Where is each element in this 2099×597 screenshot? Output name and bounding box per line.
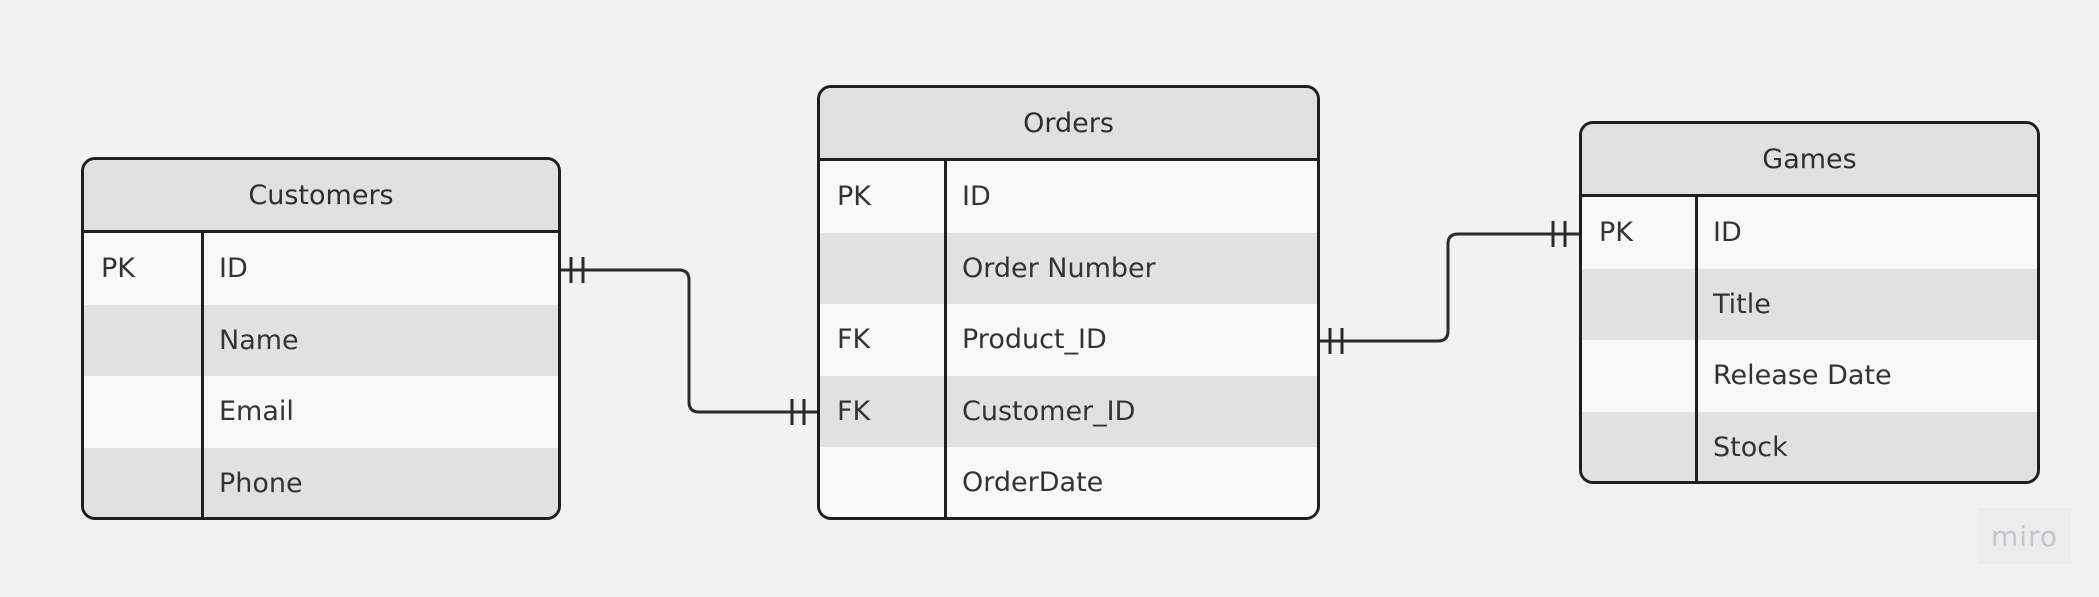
key-cell: PK bbox=[101, 253, 135, 285]
table-row[interactable]: Title bbox=[1582, 268, 2037, 340]
table-row[interactable]: Release Date bbox=[1582, 340, 2037, 412]
field-cell: Order Number bbox=[962, 252, 1156, 284]
key-cell: FK bbox=[837, 395, 871, 427]
table-row[interactable]: PK ID bbox=[1582, 197, 2037, 269]
table-row[interactable]: Name bbox=[84, 304, 558, 376]
entity-fields: PK ID Name Email Phone bbox=[84, 233, 558, 517]
field-cell: Product_ID bbox=[962, 324, 1107, 356]
table-row[interactable]: PK ID bbox=[84, 233, 558, 305]
field-cell: Email bbox=[219, 396, 294, 428]
field-cell: ID bbox=[1713, 217, 1742, 249]
field-cell: ID bbox=[219, 253, 248, 285]
entity-title: Customers bbox=[84, 160, 558, 233]
entity-fields: PK ID Order Number FK Product_ID FK Cust… bbox=[820, 161, 1317, 517]
key-cell: FK bbox=[837, 324, 871, 356]
connector-orders-games[interactable] bbox=[1319, 232, 1579, 343]
entity-title: Games bbox=[1582, 124, 2037, 197]
field-cell: Release Date bbox=[1713, 360, 1892, 392]
key-cell: PK bbox=[837, 181, 871, 213]
table-row[interactable]: Order Number bbox=[820, 232, 1317, 304]
table-row[interactable]: FK Customer_ID bbox=[820, 375, 1317, 447]
table-row[interactable]: FK Product_ID bbox=[820, 304, 1317, 376]
connector-customers-orders[interactable] bbox=[560, 268, 817, 414]
field-cell: ID bbox=[962, 181, 991, 213]
table-row[interactable]: Stock bbox=[1582, 411, 2037, 481]
entity-customers[interactable]: Customers PK ID Name Email Phone bbox=[81, 157, 561, 520]
entity-fields: PK ID Title Release Date Stock bbox=[1582, 197, 2037, 481]
table-row[interactable]: Phone bbox=[84, 447, 558, 517]
miro-watermark-logo: miro bbox=[1978, 508, 2071, 564]
entity-games[interactable]: Games PK ID Title Release Date Stock bbox=[1579, 121, 2040, 484]
table-row[interactable]: OrderDate bbox=[820, 447, 1317, 517]
field-cell: Customer_ID bbox=[962, 395, 1136, 427]
table-row[interactable]: Email bbox=[84, 376, 558, 448]
field-cell: Title bbox=[1713, 288, 1771, 320]
entity-title: Orders bbox=[820, 88, 1317, 161]
entity-orders[interactable]: Orders PK ID Order Number FK Product_ID … bbox=[817, 85, 1320, 520]
key-cell: PK bbox=[1599, 217, 1633, 249]
field-cell: OrderDate bbox=[962, 467, 1104, 499]
field-cell: Stock bbox=[1713, 431, 1788, 463]
table-row[interactable]: PK ID bbox=[820, 161, 1317, 233]
field-cell: Phone bbox=[219, 467, 303, 499]
field-cell: Name bbox=[219, 324, 299, 356]
